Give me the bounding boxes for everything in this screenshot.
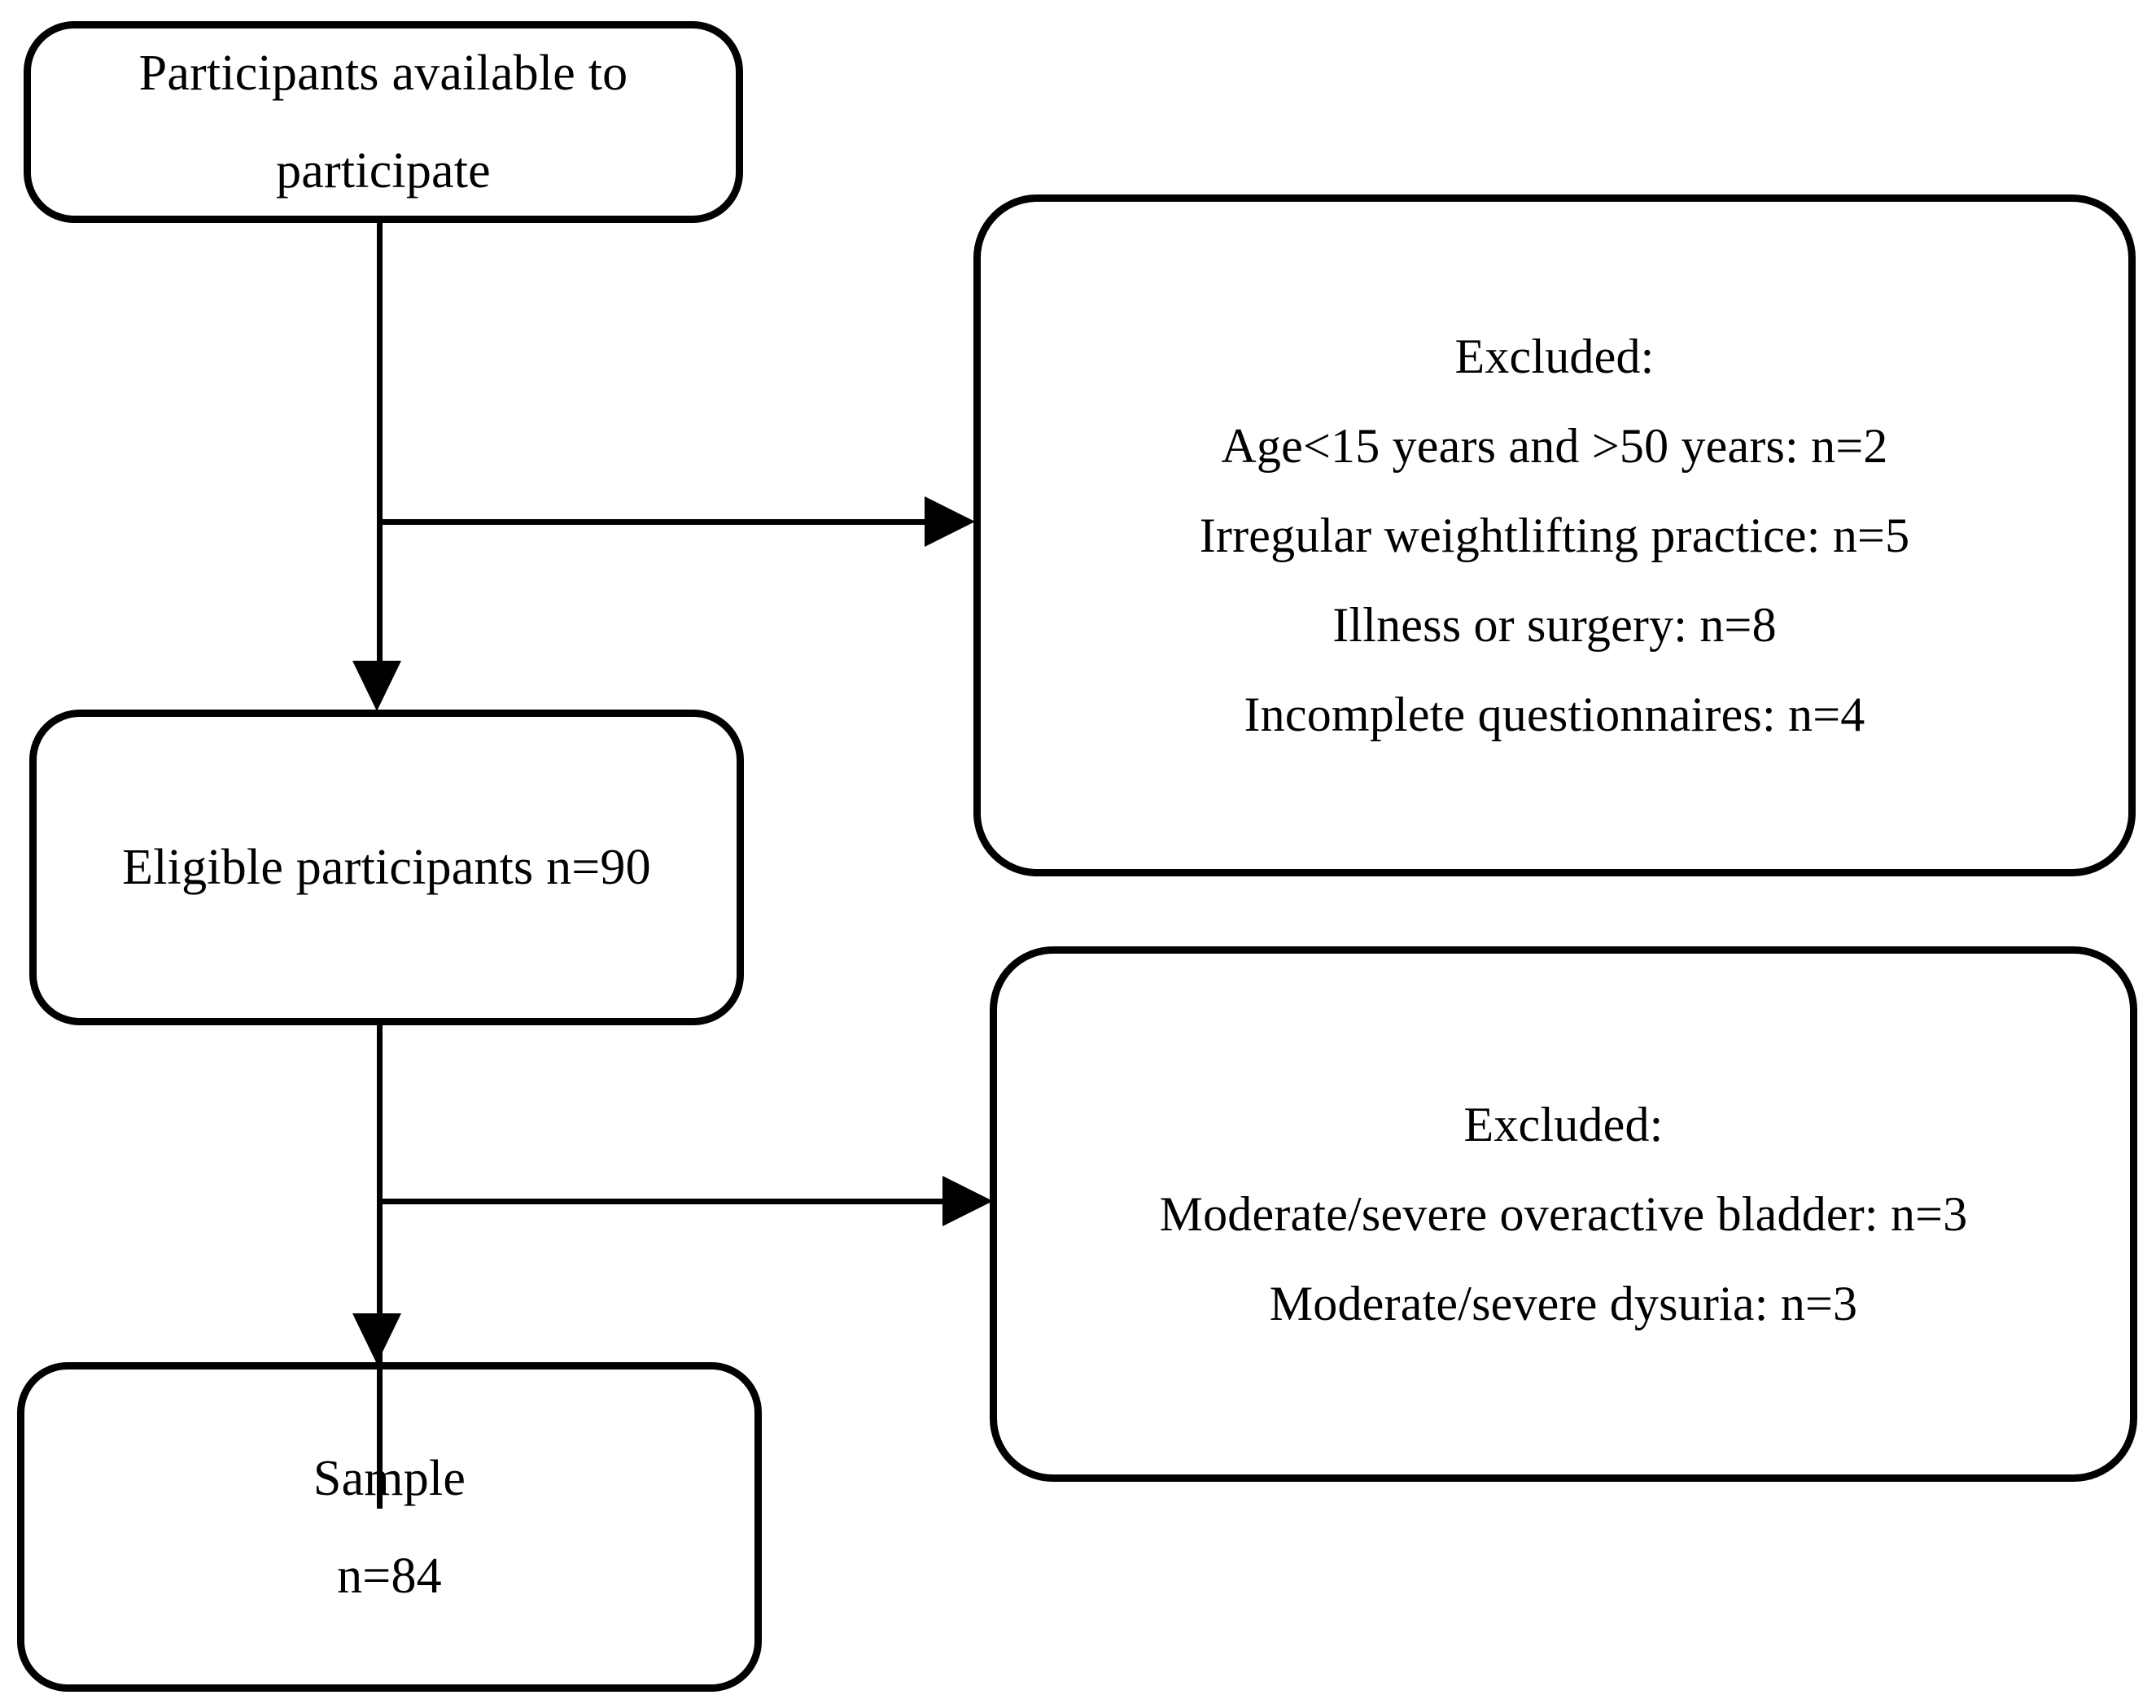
excluded-2-heading: Excluded:: [1463, 1098, 1664, 1151]
node-available-line-1: Participants available to: [138, 46, 628, 101]
node-sample-line-1: Sample: [313, 1450, 466, 1506]
excluded-1-reason-incomplete-questionnaires: Incomplete questionnaires: n=4: [1244, 688, 1865, 741]
excluded-2-reason-overactive-bladder: Moderate/severe overactive bladder: n=3: [1159, 1187, 1968, 1241]
excluded-1-reason-age: Age<15 years and >50 years: n=2: [1221, 419, 1888, 473]
excluded-1-reason-illness-surgery: Illness or surgery: n=8: [1332, 598, 1777, 652]
excluded-1-heading: Excluded:: [1454, 330, 1655, 383]
arrow-right-icon-available-to-excluded-first: [925, 496, 975, 547]
node-sample-line-2: n=84: [337, 1548, 442, 1604]
node-eligible-participants: Eligible participants n=90: [29, 710, 744, 1025]
connector-eligible-to-sample-line: [377, 1022, 383, 1509]
excluded-1-reason-irregular-practice: Irregular weightlifting practice: n=5: [1199, 509, 1910, 562]
node-excluded-first: Excluded: Age<15 years and >50 years: n=…: [973, 194, 2136, 876]
node-excluded-second: Excluded: Moderate/severe overactive bla…: [990, 946, 2137, 1482]
arrow-down-icon-eligible-to-sample: [352, 1313, 401, 1364]
node-sample: Sample n=84: [17, 1362, 762, 1692]
node-eligible-line-1: Eligible participants n=90: [122, 840, 651, 895]
node-available-line-2: participate: [276, 143, 491, 199]
arrow-right-icon-eligible-to-excluded-second: [942, 1176, 993, 1226]
connector-available-to-excluded-first-line: [379, 519, 926, 525]
excluded-2-reason-dysuria: Moderate/severe dysuria: n=3: [1269, 1277, 1858, 1330]
connector-available-to-eligible-line: [377, 221, 383, 687]
node-participants-available: Participants available to participate: [24, 21, 743, 223]
arrow-down-icon-available-to-eligible: [352, 661, 401, 711]
connector-eligible-to-excluded-second-line: [379, 1199, 944, 1204]
